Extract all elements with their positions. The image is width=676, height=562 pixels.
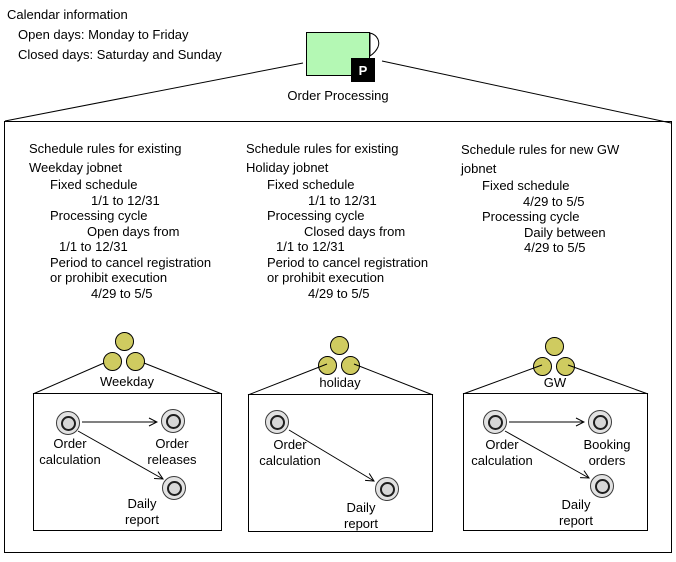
job-icon-order-calculation bbox=[483, 410, 507, 434]
rule-line: 1/1 to 12/31 bbox=[91, 192, 160, 208]
job-label-line: calculation bbox=[259, 452, 321, 468]
schedule-rules-weekday: Schedule rules for existing Weekday jobn… bbox=[29, 139, 243, 301]
rule-line: Open days from bbox=[87, 223, 180, 239]
rule-line: 4/29 to 5/5 bbox=[523, 193, 585, 209]
calendar-closed-days: Closed days: Saturday and Sunday bbox=[18, 47, 222, 62]
rule-line: Fixed schedule bbox=[482, 178, 570, 193]
job-icon-order-releases bbox=[161, 409, 185, 433]
root-roof-line-right bbox=[381, 60, 672, 124]
rule-line: Fixed schedule bbox=[50, 177, 138, 192]
job-label-daily-report: Daily report bbox=[87, 496, 197, 527]
order-processing-jobnet-icon bbox=[306, 32, 370, 76]
job-label-line: report bbox=[125, 511, 159, 527]
job-label-line: releases bbox=[147, 451, 197, 467]
job-label-line: Order bbox=[485, 437, 519, 452]
jobnet-circle bbox=[126, 352, 145, 371]
job-label-line: report bbox=[344, 515, 378, 531]
rule-line: Schedule rules for new GW bbox=[461, 142, 620, 157]
rule-line: Schedule rules for existing bbox=[246, 141, 399, 156]
rule-line: 1/1 to 12/31 bbox=[59, 239, 128, 254]
rule-line: Holiday jobnet bbox=[246, 160, 329, 175]
job-label-order-calculation: Order calculation bbox=[15, 436, 125, 467]
job-icon-booking-orders bbox=[588, 410, 612, 434]
job-icon-daily-report bbox=[590, 474, 614, 498]
calendar-info-title: Calendar information bbox=[7, 7, 128, 22]
job-label-booking-orders: Booking orders bbox=[552, 437, 662, 468]
planning-group-badge: P bbox=[351, 58, 375, 82]
weekday-jobnet-label: Weekday bbox=[100, 374, 154, 389]
jobnet-circle bbox=[341, 356, 360, 375]
jobnet-circle bbox=[115, 332, 134, 351]
job-label-line: orders bbox=[588, 452, 626, 468]
job-label-daily-report: Daily report bbox=[306, 500, 416, 531]
job-label-line: Order bbox=[273, 437, 307, 452]
rule-line: Schedule rules for existing bbox=[29, 141, 182, 156]
holiday-jobnet-label: holiday bbox=[319, 375, 361, 390]
job-label-line: report bbox=[559, 512, 593, 528]
rule-line: or prohibit execution bbox=[267, 270, 385, 285]
job-label-order-calculation: Order calculation bbox=[447, 437, 557, 468]
job-label-line: Daily bbox=[127, 496, 157, 511]
gw-jobnet-label: GW bbox=[543, 375, 567, 390]
rule-line: 4/29 to 5/5 bbox=[524, 240, 586, 255]
rule-line: Period to cancel registration bbox=[267, 254, 429, 270]
icon-page-curl bbox=[369, 32, 380, 57]
jobnet-circle bbox=[103, 352, 122, 371]
weekday-jobnet-icon bbox=[103, 332, 146, 372]
job-icon-order-calculation bbox=[265, 410, 289, 434]
job-label-line: calculation bbox=[471, 452, 533, 468]
rule-line: Daily between bbox=[524, 224, 606, 240]
jobnet-circle bbox=[556, 357, 575, 376]
job-label-daily-report: Daily report bbox=[521, 497, 631, 528]
calendar-open-days: Open days: Monday to Friday bbox=[18, 27, 189, 42]
jobnet-circle bbox=[318, 356, 337, 375]
holiday-jobnet-icon bbox=[318, 336, 361, 376]
job-label-line: calculation bbox=[39, 451, 101, 467]
schedule-rules-gw: Schedule rules for new GW jobnet Fixed s… bbox=[461, 140, 675, 256]
rule-line: Fixed schedule bbox=[267, 177, 355, 192]
rule-line: Weekday jobnet bbox=[29, 160, 122, 175]
job-label-line: Order bbox=[53, 436, 87, 451]
rule-line: jobnet bbox=[461, 161, 497, 176]
rule-line: 1/1 to 12/31 bbox=[276, 239, 345, 254]
job-icon-order-calculation bbox=[56, 411, 80, 435]
rule-line: Processing cycle bbox=[50, 208, 148, 223]
rule-line: Closed days from bbox=[304, 223, 406, 239]
rule-line: or prohibit execution bbox=[50, 270, 168, 285]
job-label-order-calculation: Order calculation bbox=[235, 437, 345, 468]
rule-line: Period to cancel registration bbox=[50, 254, 212, 270]
jobnet-circle bbox=[533, 357, 552, 376]
job-label-line: Order bbox=[155, 436, 189, 451]
rule-line: 1/1 to 12/31 bbox=[308, 192, 377, 208]
root-roof-line-left bbox=[4, 62, 304, 122]
rule-line: Processing cycle bbox=[482, 209, 580, 224]
schedule-rules-holiday: Schedule rules for existing Holiday jobn… bbox=[246, 139, 460, 301]
jobnet-circle bbox=[330, 336, 349, 355]
calendar-info: Calendar information Open days: Monday t… bbox=[7, 5, 222, 65]
job-label-line: Daily bbox=[561, 497, 591, 512]
gw-jobnet-icon bbox=[533, 337, 576, 377]
job-label-line: Booking bbox=[583, 437, 631, 452]
rule-line: 4/29 to 5/5 bbox=[308, 285, 370, 301]
job-label-order-releases: Order releases bbox=[117, 436, 227, 467]
job-icon-daily-report bbox=[375, 477, 399, 501]
job-label-line: Daily bbox=[346, 500, 376, 515]
rule-line: 4/29 to 5/5 bbox=[91, 285, 153, 301]
job-icon-daily-report bbox=[162, 476, 186, 500]
jobnet-circle bbox=[545, 337, 564, 356]
schedule-rules-panel bbox=[4, 121, 672, 553]
order-processing-label: Order Processing bbox=[287, 88, 389, 103]
rule-line: Processing cycle bbox=[267, 208, 365, 223]
